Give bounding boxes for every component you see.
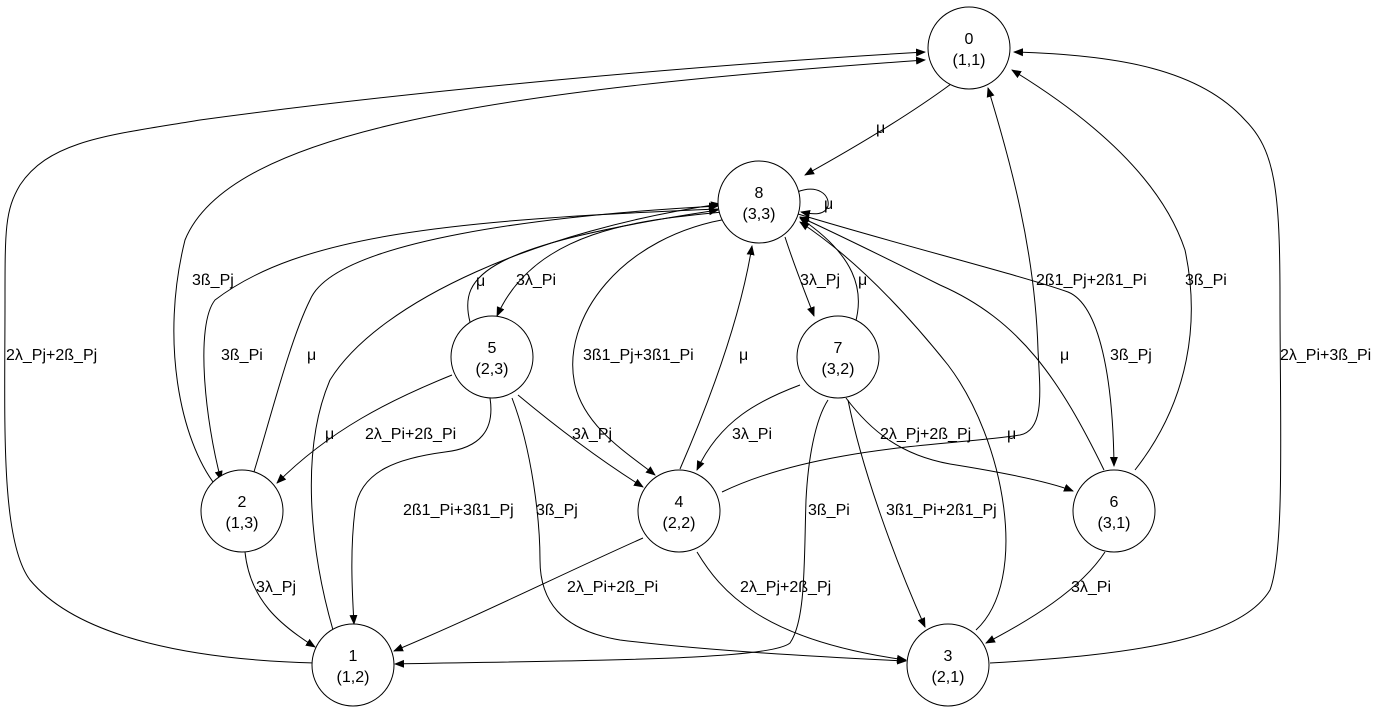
node-3-coord: (2,1)	[932, 669, 965, 686]
node-5-id: 5	[488, 340, 497, 357]
edge-label-2-1: 3λ_Pj	[256, 579, 296, 596]
node-5-coord: (2,3)	[476, 361, 509, 378]
edge-6-8	[799, 216, 1105, 471]
node-1: 1 (1,2)	[311, 623, 395, 707]
node-1-coord: (1,2)	[337, 669, 370, 686]
edge-label-2-8: μ	[307, 347, 316, 364]
edge-0-8	[804, 83, 952, 176]
edge-label-1-0: 2λ_Pj+2ß_Pj	[6, 347, 97, 364]
edge-8-8	[796, 188, 829, 218]
node-8-coord: (3,3)	[743, 206, 776, 223]
node-4-id: 4	[675, 494, 684, 511]
edge-label-4-8: μ	[739, 347, 748, 364]
edge-label-4-0: 2ß1_Pj+2ß1_Pi	[1036, 272, 1147, 289]
node-3: 3 (2,1)	[906, 623, 990, 707]
edge-2-1	[244, 551, 316, 648]
node-2-id: 2	[238, 494, 247, 511]
edge-label-4-1: 2λ_Pi+2ß_Pi	[567, 579, 658, 596]
edge-8-4	[572, 217, 734, 476]
edge-label-5-2: 2λ_Pi+2ß_Pi	[365, 426, 456, 443]
node-4: 4 (2,2)	[637, 469, 721, 553]
node-4-coord: (2,2)	[663, 515, 696, 532]
edge-label-8-6: 3ß_Pj	[1110, 347, 1152, 364]
node-7-id: 7	[834, 340, 843, 357]
edge-label-4-3: 2λ_Pj+2ß_Pj	[740, 579, 831, 596]
node-6-coord: (3,1)	[1098, 515, 1131, 532]
node-6-id: 6	[1110, 494, 1119, 511]
edge-label-6-8: μ	[1060, 347, 1069, 364]
edge-label-8-4: 3ß1_Pj+3ß1_Pi	[583, 347, 694, 364]
edge-label-5-1: 2ß1_Pi+3ß1_Pj	[403, 502, 514, 519]
edge-5-4	[517, 394, 644, 488]
edge-8-6	[797, 213, 1118, 467]
edge-6-0	[1011, 69, 1192, 471]
edge-label-5-4: 3λ_Pj	[572, 426, 612, 443]
edge-5-8	[467, 207, 719, 323]
edge-4-3	[696, 551, 907, 663]
edge-8-2	[203, 208, 719, 481]
node-2: 2 (1,3)	[200, 469, 284, 553]
edge-6-3	[985, 551, 1106, 644]
edge-label-7-1: 3ß_Pi	[808, 502, 850, 519]
edge-8-7	[784, 236, 815, 317]
edge-7-8	[799, 217, 859, 325]
edge-5-2	[276, 374, 453, 484]
edge-label-7-6: 2λ_Pj+2ß_Pj	[880, 426, 971, 443]
edge-label-1-8: μ	[325, 426, 334, 443]
edge-label-6-3: 3λ_Pi	[1071, 579, 1111, 596]
node-1-id: 1	[349, 648, 358, 665]
node-7-coord: (3,2)	[822, 361, 855, 378]
edge-label-0-8: μ	[876, 120, 885, 137]
edge-7-4	[696, 384, 801, 471]
edge-3-8	[799, 221, 1007, 631]
edge-label-8-5: 3λ_Pi	[516, 272, 556, 289]
edge-label-7-8: μ	[858, 272, 867, 289]
edge-3-0	[989, 48, 1282, 664]
edge-label-2-0: 3ß_Pj	[192, 272, 234, 289]
node-5: 5 (2,3)	[450, 315, 534, 399]
edge-2-8	[252, 202, 719, 476]
edge-7-1	[394, 399, 829, 668]
node-8-id: 8	[755, 185, 764, 202]
edge-label-8-7: 3λ_Pj	[800, 272, 840, 289]
node-0: 0 (1,1)	[927, 6, 1011, 90]
edge-1-8	[310, 201, 721, 631]
edge-5-1	[349, 397, 492, 625]
edge-1-0	[4, 48, 926, 664]
edge-label-7-4: 3λ_Pi	[732, 426, 772, 443]
node-2-coord: (1,3)	[226, 515, 259, 532]
edge-4-1	[393, 537, 644, 652]
edge-label-5-3: 3ß_Pj	[536, 502, 578, 519]
edge-label-8-2: 3ß_Pi	[221, 347, 263, 364]
edge-label-7-3: 3ß1_Pi+2ß1_Pj	[886, 502, 997, 519]
edge-7-3	[847, 399, 926, 628]
edge-8-5	[496, 211, 723, 317]
edge-label-8-8: μ	[824, 196, 833, 213]
edge-label-6-0: 3ß_Pi	[1185, 272, 1227, 289]
node-3-id: 3	[944, 648, 953, 665]
node-6: 6 (3,1)	[1072, 469, 1156, 553]
edge-2-0	[173, 56, 926, 487]
edge-label-5-8: μ	[476, 273, 485, 290]
edge-5-3	[511, 397, 907, 665]
node-8: 8 (3,3)	[717, 160, 801, 244]
edge-4-8	[679, 245, 755, 470]
edge-label-3-8: μ	[1007, 426, 1016, 443]
edge-7-6	[845, 397, 1074, 492]
node-7: 7 (3,2)	[796, 315, 880, 399]
node-0-coord: (1,1)	[953, 52, 986, 69]
node-0-id: 0	[965, 31, 974, 48]
edge-label-3-0: 2λ_Pi+3ß_Pi	[1280, 347, 1371, 364]
